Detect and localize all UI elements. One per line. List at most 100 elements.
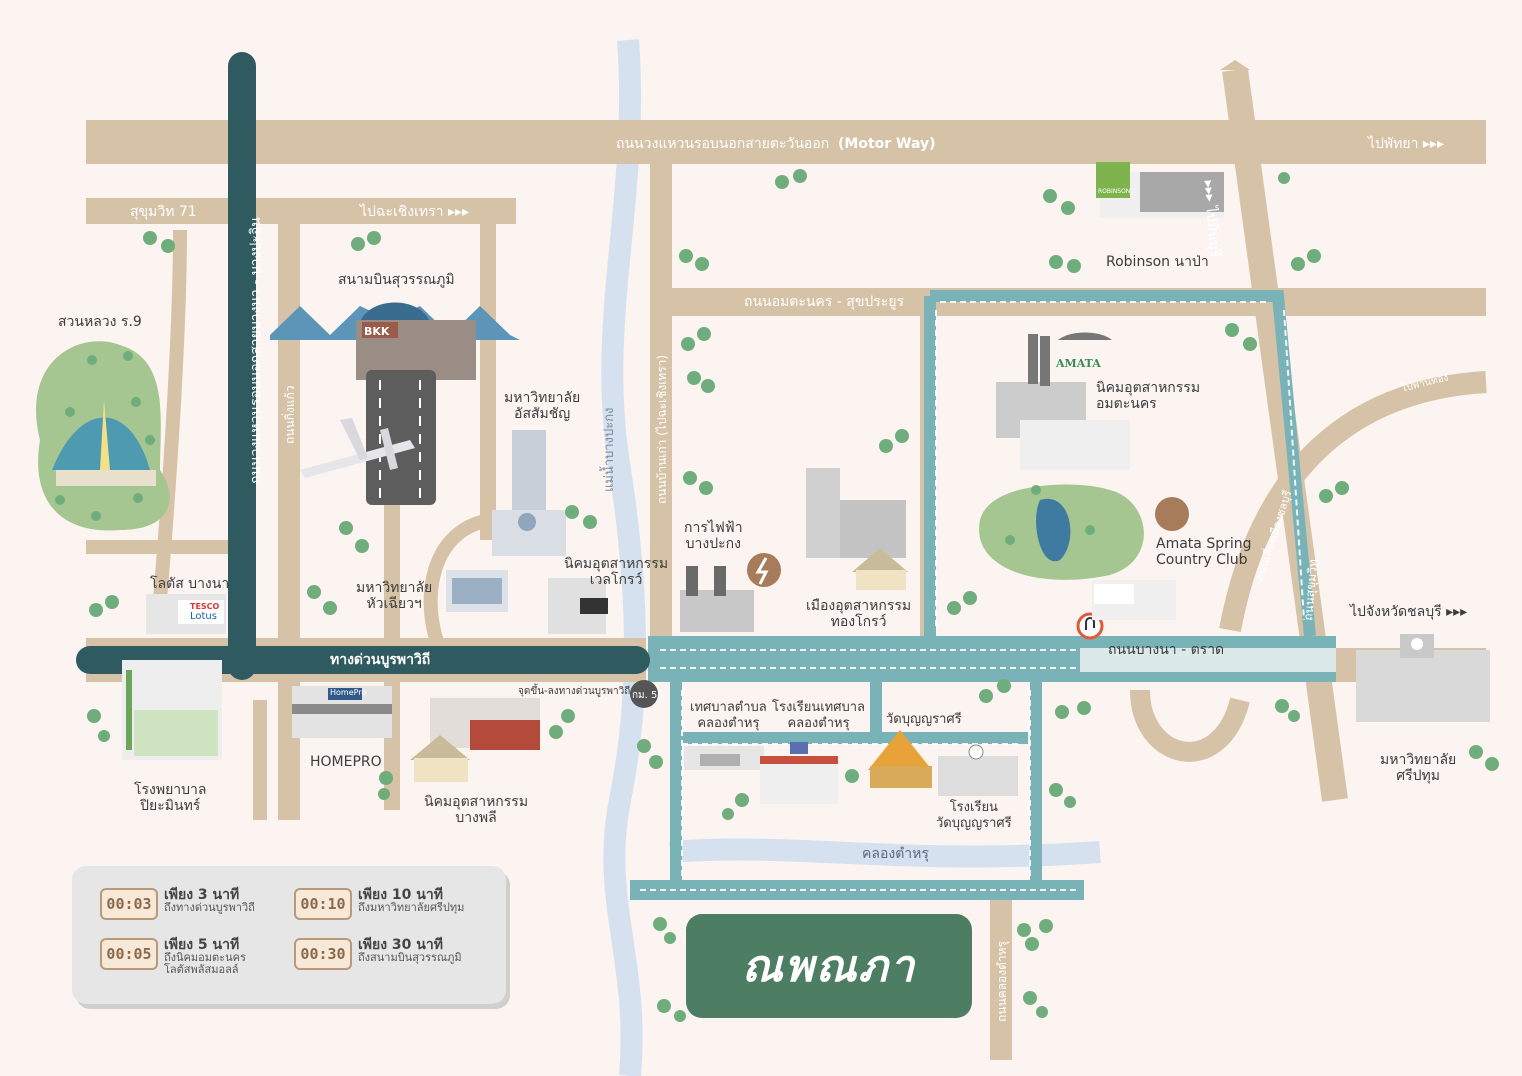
wat-school-label: โรงเรียน วัดบุญญราศรี	[936, 800, 1012, 831]
amata-spring-golf	[979, 484, 1189, 580]
wellgrow-label: นิคมอุตสาหกรรม เวลโกรว์	[564, 556, 669, 588]
egat-power-plant	[680, 553, 781, 632]
legend-item: 00:05 เพียง 5 นาที ถึงนิคมอมตะนคร โลตัสพ…	[100, 934, 300, 978]
to-chonburi-label: ไปจังหวัดชลบุรี ▸▸▸	[1350, 604, 1468, 620]
spu-label: มหาวิทยาลัย ศรีปทุม	[1380, 752, 1457, 784]
teal-routes	[670, 290, 1316, 894]
to-pattaya-label: ไปพัทยา ▸▸▸	[1368, 136, 1444, 152]
wellgrow-building	[548, 578, 608, 634]
bangphli-factory	[410, 698, 540, 782]
huachiew-label: มหาวิทยาลัย หัวเฉียวฯ	[356, 580, 433, 612]
robinson-sign: ROBINSON	[1098, 188, 1131, 195]
piyamin-hospital	[122, 660, 222, 760]
exit56-label: จุดขึ้น-ลงทางด่วนบูรพาวิถี	[518, 686, 631, 697]
legend-subtitle: ถึงมหาวิทยาลัยศรีปทุม	[358, 901, 465, 914]
wat-temple	[868, 730, 932, 788]
amata-estate-label: นิคมอุตสาหกรรม อมตะนคร	[1096, 380, 1201, 412]
legend-item: 00:10 เพียง 10 นาที ถึงมหาวิทยาลัยศรีปทุ…	[294, 884, 494, 928]
homepro-building	[292, 686, 392, 738]
side-road	[423, 513, 492, 653]
legend-subtitle: ถึงนิคมอมตะนคร โลตัสพลัสมอลล์	[164, 951, 246, 976]
abac-tower	[492, 430, 566, 556]
wat-school-building	[938, 744, 1018, 796]
project-name: ณพณภา	[741, 941, 917, 992]
robinson-label: Robinson นาป่า	[1106, 254, 1209, 270]
school-tessaban-building	[760, 742, 838, 804]
travel-time-legend: 00:03 เพียง 3 นาที ถึงทางด่วนบูรพาวิถี 0…	[72, 866, 506, 1004]
amata-sign: AMATA	[1056, 357, 1101, 370]
khlong-tamru-route	[630, 880, 1084, 900]
wat-label: วัดบุญญราศรี	[886, 712, 962, 727]
side-road	[480, 210, 496, 540]
lotus-bangna-label: โลตัส บางนา	[150, 576, 230, 592]
to-chachoengsao-label: ไปฉะเชิงเทรา ▸▸▸	[360, 204, 470, 220]
motorway-en-label: (Motor Way)	[838, 136, 936, 152]
gateway-label: เมืองอุตสาหกรรม ทองโกรว์	[806, 598, 912, 630]
clock-badge: 00:30	[294, 938, 352, 970]
clock-badge: 00:03	[100, 888, 158, 920]
clock-badge: 00:10	[294, 888, 352, 920]
suan-luang-label: สวนหลวง ร.9	[58, 314, 142, 330]
river	[601, 39, 646, 1076]
sukhumvit71-label: สุขุมวิท 71	[130, 204, 197, 220]
ban-nam-label: ถนนบ้านเก่า (ไปฉะเชิงเทรา)	[655, 354, 669, 504]
lotus-sign: Lotus	[190, 611, 217, 622]
king-kaew-label: ถนนกิ่งแก้ว	[283, 385, 297, 444]
airport-building	[270, 302, 520, 505]
river-label: แม่น้ำบางปะกง	[602, 407, 617, 493]
legend-title: เพียง 10 นาที	[358, 887, 443, 903]
project-logo[interactable]: ณพณภา	[686, 914, 972, 1018]
tessaban-building	[684, 746, 764, 770]
exit56-badge: กม. 56	[632, 690, 664, 701]
sukhumvit71-road	[86, 198, 516, 224]
ring-road	[228, 52, 256, 680]
amata-factory	[996, 332, 1130, 470]
amata-sukprayoon-label: ถนนอมตะนคร - สุขประยูร	[744, 294, 905, 310]
canal	[669, 838, 1101, 868]
legend-item: 00:30 เพียง 30 นาที ถึงสนามบินสุวรรณภูมิ	[294, 934, 494, 978]
gateway-factory	[806, 468, 908, 590]
legend-title: เพียง 3 นาที	[164, 887, 240, 903]
robinson-building	[1096, 162, 1224, 218]
amata-loop	[930, 290, 1316, 637]
legend-title: เพียง 5 นาที	[164, 937, 240, 953]
khlong-tamru-road-label: ถนนคลองตำหรุ	[995, 940, 1009, 1022]
legend-subtitle: ถึงทางด่วนบูรพาวิถี	[164, 901, 255, 914]
legend-title: เพียง 30 นาที	[358, 937, 443, 953]
legend-subtitle: ถึงสนามบินสุวรรณภูมิ	[358, 951, 462, 964]
tessaban-label: เทศบาลตำบล คลองตำหรุ	[690, 700, 767, 731]
khlong-tamru-road	[990, 890, 1012, 1060]
airport-label: สนามบินสุวรรณภูมิ	[338, 272, 455, 288]
bangphli-label: นิคมอุตสาหกรรม บางพลี	[424, 794, 529, 826]
homepro-label: HOMEPRO	[310, 754, 382, 770]
abac-label: มหาวิทยาลัย อัสสัมชัญ	[504, 390, 581, 422]
spu-building	[1356, 634, 1490, 722]
school-tessaban-label: โรงเรียนเทศบาล คลองตำหรุ	[772, 700, 866, 731]
motorway-label: ถนนวงแหวนรอบนอกสายตะวันออก	[616, 136, 830, 152]
golf-icon	[1155, 497, 1189, 531]
huachiew-building	[446, 570, 508, 612]
tesco-sign: TESCO	[190, 602, 220, 611]
bypass-road	[1219, 371, 1487, 633]
ring-road-label: ถนนวงแหวนรอบนอกสายบางนา - บางปะอิน	[248, 217, 264, 484]
ban-nam-road	[650, 160, 672, 650]
trees	[87, 169, 1499, 1022]
loop-road	[1130, 689, 1250, 762]
airplane-icon	[300, 418, 415, 478]
homepro-sign: HomePro	[330, 688, 367, 697]
tesco-amata	[1092, 580, 1176, 620]
exit-56-icon	[630, 680, 658, 708]
lotus-bangna-building	[146, 594, 226, 634]
power-icon	[747, 553, 781, 587]
burapha-vithi-label: ทางด่วนบูรพาวิถี	[330, 652, 431, 668]
bkk-sign: BKK	[364, 325, 390, 338]
amata-spring-label: Amata Spring Country Club	[1156, 536, 1252, 568]
legend-item: 00:03 เพียง 3 นาที ถึงทางด่วนบูรพาวิถี	[100, 884, 300, 928]
egat-label: การไฟฟ้า บางปะกง	[684, 520, 743, 552]
side-road	[153, 229, 187, 601]
bangna-trat-label: ถนนบางนา - ตราด	[1108, 642, 1225, 658]
piyamin-label: โรงพยาบาล ปิยะมินทร์	[134, 782, 207, 814]
clock-badge: 00:05	[100, 938, 158, 970]
